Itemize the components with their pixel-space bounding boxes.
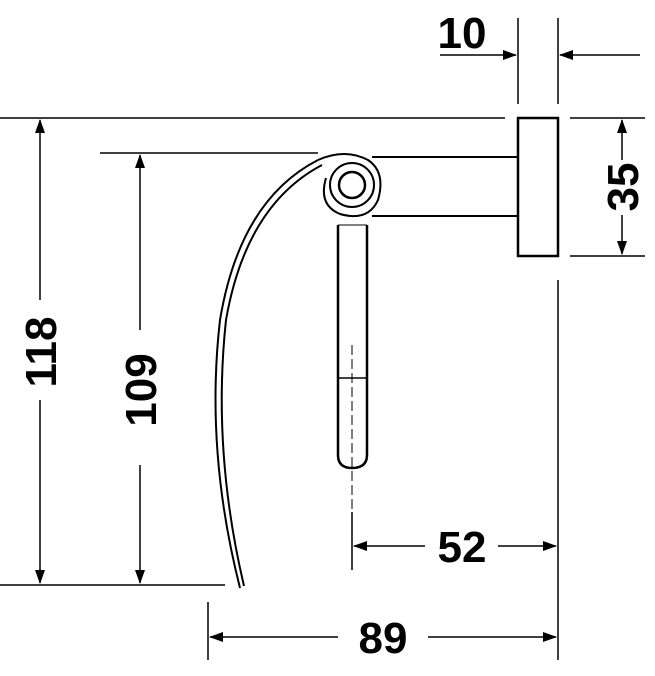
wall-plate	[516, 116, 560, 258]
dim-52: 52	[438, 523, 487, 572]
dimension-lines	[0, 18, 645, 660]
dim-118: 118	[17, 317, 66, 388]
hinge-inner	[337, 170, 367, 200]
cover-flap	[214, 159, 319, 589]
dim-35: 35	[599, 163, 648, 212]
dim-109: 109	[117, 353, 166, 426]
roll-pin	[336, 225, 369, 470]
product-outline	[214, 116, 560, 589]
dim-10: 10	[438, 9, 487, 58]
dimension-labels: 10 35 118 109 52 89	[17, 9, 648, 663]
dim-89: 89	[359, 614, 408, 663]
